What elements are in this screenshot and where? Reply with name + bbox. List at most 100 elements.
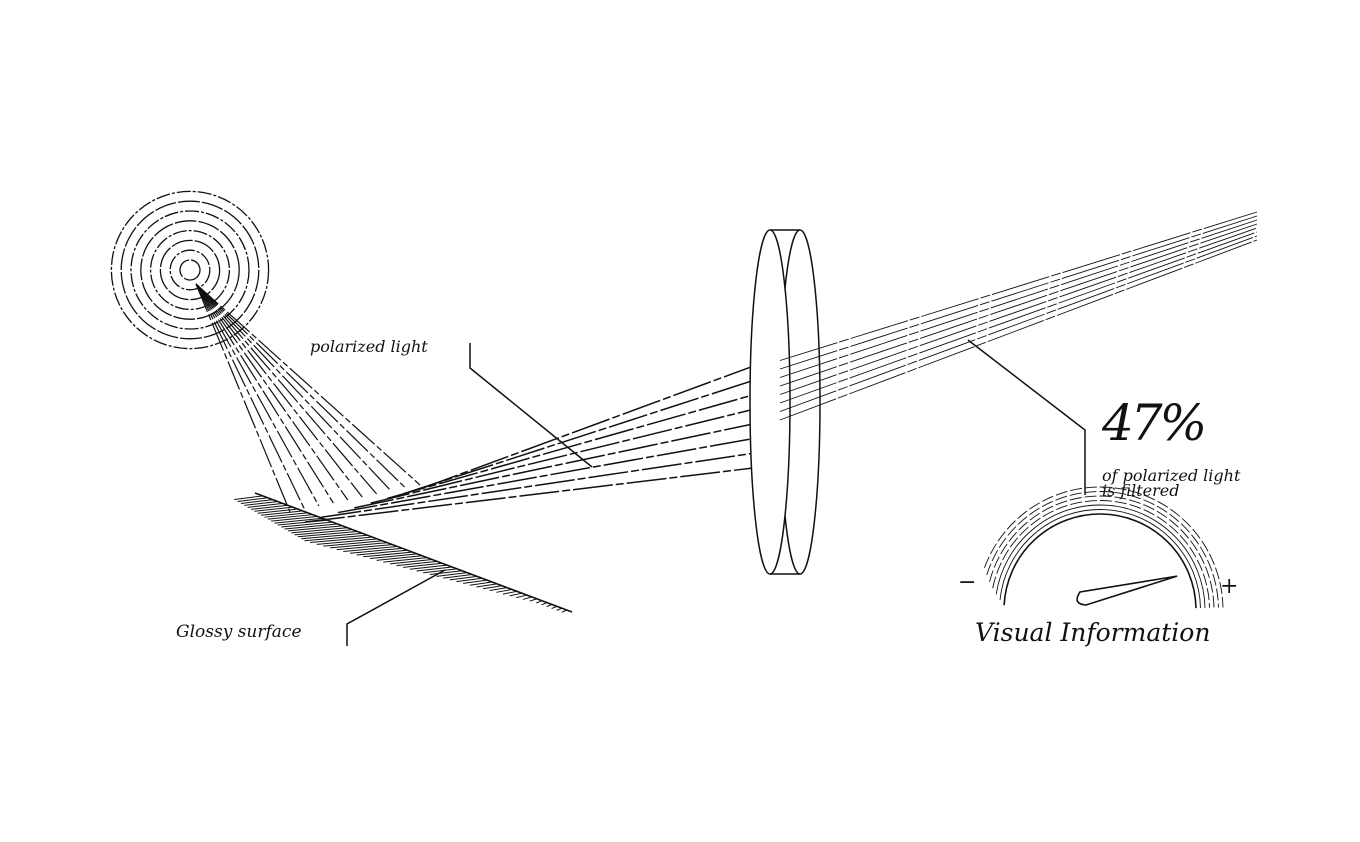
surface-hatch xyxy=(291,527,348,534)
incident-ray xyxy=(195,283,406,489)
surface-hatch xyxy=(250,504,288,510)
surface-hatch xyxy=(294,529,353,536)
filtered-ray xyxy=(779,235,1258,412)
source-ring xyxy=(120,200,260,340)
surface-hatch xyxy=(436,572,468,577)
source-ring xyxy=(130,210,250,330)
light-source-icon xyxy=(110,190,270,350)
gauge-arc xyxy=(1003,513,1197,609)
surface-hatch xyxy=(383,557,428,563)
leader-lines xyxy=(346,339,1086,646)
incident-ray xyxy=(195,283,334,504)
source-ring xyxy=(169,249,211,291)
glossy-surface-leader xyxy=(346,569,446,646)
surface-hatch xyxy=(489,587,508,592)
polarized-ray xyxy=(354,417,779,509)
surface-line xyxy=(254,492,573,613)
gauge-minus-label: − xyxy=(958,570,977,595)
surface-hatch xyxy=(329,542,388,549)
surface-hatch xyxy=(257,508,298,514)
source-ring xyxy=(159,239,221,301)
incident-ray xyxy=(195,283,392,492)
polarized-ray xyxy=(321,448,779,519)
surface-hatch xyxy=(277,519,328,526)
surface-hatch xyxy=(561,609,568,613)
surface-hatch xyxy=(403,562,443,568)
incident-ray xyxy=(195,283,378,495)
polarized-ray xyxy=(304,464,779,523)
filtered-ray xyxy=(779,239,1258,421)
incident-ray xyxy=(195,283,363,498)
gauge-title: Visual Information xyxy=(975,618,1211,647)
filtered-ray xyxy=(779,223,1258,387)
incident-ray xyxy=(195,283,349,501)
visual-information-gauge xyxy=(984,486,1224,609)
gauge-arc xyxy=(984,486,1224,608)
surface-hatch xyxy=(284,523,338,530)
gauge-arc xyxy=(989,495,1215,608)
incident-ray xyxy=(195,283,291,513)
filtered-ray xyxy=(779,211,1258,361)
filtered-beam xyxy=(779,211,1258,421)
filtered-ray xyxy=(779,227,1258,395)
surface-hatch xyxy=(469,581,493,586)
surface-hatch xyxy=(509,592,523,597)
caption-line-2: is filtered xyxy=(1102,481,1180,500)
surface-hatch xyxy=(274,517,323,524)
percent-caption: of polarized light is filtered xyxy=(1102,466,1241,500)
surface-hatch xyxy=(301,532,363,540)
surface-hatch xyxy=(556,607,563,611)
surface-hatch xyxy=(356,549,408,556)
surface-hatch xyxy=(536,600,543,604)
surface-hatch xyxy=(463,579,488,584)
surface-hatch xyxy=(244,501,278,506)
surface-hatch xyxy=(363,551,413,558)
surface-hatch xyxy=(343,545,398,552)
surface-hatch xyxy=(502,590,518,595)
filtered-ray xyxy=(779,215,1258,370)
surface-hatch xyxy=(316,538,378,545)
polarized-ray xyxy=(403,371,779,495)
surface-hatch xyxy=(240,499,273,504)
surface-hatch xyxy=(287,525,343,532)
filtered-ray xyxy=(779,231,1258,404)
surface-hatch xyxy=(541,602,548,606)
surface-hatch xyxy=(234,495,263,501)
polarized-light-leader xyxy=(469,343,593,468)
surface-hatch xyxy=(304,534,368,542)
gauge-needle xyxy=(1076,575,1178,606)
source-ring xyxy=(110,190,270,350)
surface-hatch xyxy=(476,583,498,588)
surface-hatch xyxy=(281,521,333,528)
incident-ray xyxy=(195,283,320,507)
glossy-surface-label: Glossy surface xyxy=(176,622,302,642)
filtered-ray xyxy=(779,219,1258,378)
polarized-ray xyxy=(386,387,779,500)
surface-hatch xyxy=(429,570,463,576)
glossy-surface-shape xyxy=(234,492,573,613)
surface-hatch xyxy=(396,560,438,567)
surface-hatch xyxy=(247,502,283,508)
surface-hatch xyxy=(529,598,538,602)
caption-line-1: of polarized light xyxy=(1102,466,1241,485)
surface-hatch xyxy=(456,577,483,583)
surface-hatch xyxy=(336,544,393,551)
surface-hatch xyxy=(522,596,533,600)
surface-hatch xyxy=(409,564,448,570)
surface-hatch xyxy=(376,555,423,561)
polarizing-filter-lens xyxy=(749,229,821,575)
gauge-arc xyxy=(992,500,1210,608)
surface-hatch xyxy=(546,603,553,608)
surface-hatch xyxy=(271,516,318,522)
surface-hatch xyxy=(449,575,478,581)
surface-hatch xyxy=(297,531,358,538)
surface-hatch xyxy=(516,594,528,599)
surface-hatch xyxy=(261,510,303,516)
surface-hatch xyxy=(267,514,313,520)
surface-hatch xyxy=(389,559,433,565)
polarized-light-label: polarized light xyxy=(310,337,428,356)
gauge-arc xyxy=(999,509,1201,608)
surface-hatch xyxy=(482,585,503,590)
polarized-ray xyxy=(337,433,779,514)
